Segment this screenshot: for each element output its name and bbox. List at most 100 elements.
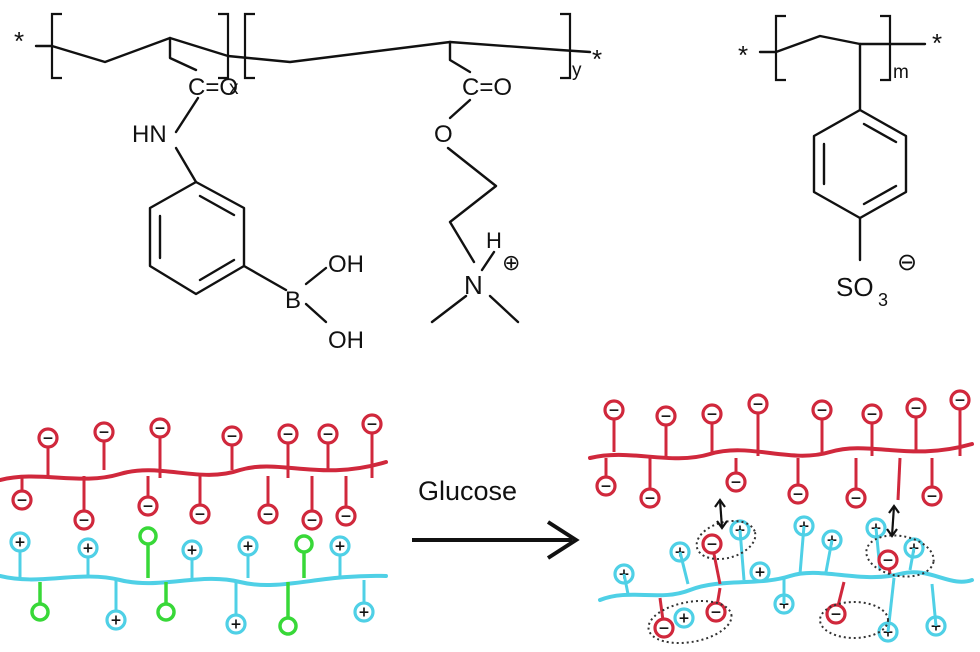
- anion-group: −: [73, 509, 95, 531]
- pba-amide-bond: [174, 96, 200, 134]
- anion-group: −: [317, 423, 339, 445]
- svg-text:−: −: [910, 401, 922, 417]
- svg-text:−: −: [926, 489, 938, 505]
- dma-ester-bond: [448, 98, 472, 120]
- pss-benzene-ring: [812, 108, 908, 220]
- anion-pendant-down: [896, 457, 902, 501]
- sulfonate-subscript: 3: [878, 290, 888, 310]
- boronic-acid-group: [156, 602, 176, 622]
- chain-end-star-right: *: [592, 44, 602, 74]
- svg-text:−: −: [830, 607, 842, 623]
- ion-pair-ring: [647, 599, 733, 645]
- dma-ethyl-chain: [446, 146, 498, 264]
- svg-text:−: −: [16, 493, 28, 509]
- boronic-oh-bottom-label: OH: [328, 327, 364, 354]
- svg-text:+: +: [678, 611, 690, 627]
- cation-group: +: [329, 535, 351, 557]
- svg-text:−: −: [816, 403, 828, 419]
- boronate-anion-group: −: [705, 601, 727, 623]
- dma-alpha-bond: [448, 40, 472, 74]
- cation-group: +: [237, 535, 259, 557]
- pss-backbone: [758, 34, 927, 54]
- sulfonate-label: SO: [836, 272, 874, 302]
- anion-group: −: [921, 485, 943, 507]
- anion-group: −: [787, 483, 809, 505]
- cation-pendant: [678, 551, 690, 585]
- repulsion-arrowhead: [716, 520, 728, 530]
- anion-group: −: [189, 503, 211, 525]
- svg-text:+: +: [882, 625, 894, 641]
- n-h-bond: [480, 250, 496, 272]
- boronate-anion-group: −: [653, 617, 675, 639]
- svg-text:−: −: [644, 491, 656, 507]
- boronic-oh-top-label: OH: [328, 251, 364, 278]
- cation-group: +: [673, 607, 695, 629]
- anion-group: −: [603, 399, 625, 421]
- chain-end-star-left: *: [14, 26, 24, 56]
- repulsion-arrow: [890, 505, 896, 537]
- anion-group: −: [257, 503, 279, 525]
- anion-group: −: [335, 505, 357, 527]
- anion-group: −: [137, 495, 159, 517]
- cation-pendant: [738, 529, 746, 581]
- pba-ring-double-bonds: [158, 194, 236, 282]
- svg-text:+: +: [230, 617, 242, 633]
- svg-text:+: +: [186, 543, 198, 559]
- anion-group: −: [37, 427, 59, 449]
- bracket-x-right: [218, 12, 230, 80]
- anion-group: −: [655, 405, 677, 427]
- subscript-m: m: [893, 62, 909, 83]
- svg-text:−: −: [752, 397, 764, 413]
- svg-text:+: +: [110, 613, 122, 629]
- boronate-anion-group: −: [825, 603, 847, 625]
- cation-pendant: [886, 577, 896, 633]
- svg-text:+: +: [82, 541, 94, 557]
- svg-text:−: −: [340, 509, 352, 525]
- svg-text:−: −: [600, 479, 612, 495]
- pss-bracket-left: [774, 14, 786, 82]
- pba-benzene-ring: [148, 180, 246, 296]
- anion-group: −: [747, 393, 769, 415]
- anion-group: −: [861, 403, 883, 425]
- dma-carbonyl-label: C=O: [462, 74, 512, 101]
- anion-group: −: [277, 423, 299, 445]
- ion-pair-ring: [819, 601, 889, 639]
- svg-text:−: −: [866, 407, 878, 423]
- anion-group: −: [361, 413, 383, 435]
- arrow-label-glucose: Glucose: [418, 476, 517, 506]
- anion-group: −: [725, 471, 747, 493]
- boronic-acid-group: [30, 602, 50, 622]
- svg-text:−: −: [226, 429, 238, 445]
- pss-structure: * m * SO 3 ⊖: [738, 14, 942, 310]
- svg-text:−: −: [706, 407, 718, 423]
- boron-oh-bonds: [304, 266, 328, 324]
- anion-group: −: [93, 421, 115, 443]
- dma-o-label: O: [434, 121, 453, 148]
- arrow-head: [546, 520, 580, 560]
- cation-pendant: [798, 525, 806, 575]
- anion-group: −: [221, 425, 243, 447]
- svg-text:+: +: [242, 539, 254, 555]
- anion-group: −: [701, 403, 723, 425]
- n-methyl-bonds: [430, 294, 520, 324]
- svg-text:−: −: [306, 513, 318, 529]
- copolymer-backbone: [34, 36, 592, 64]
- svg-text:−: −: [792, 487, 804, 503]
- pss-ring-double-bonds: [822, 122, 898, 206]
- complex-before-glucose: −−−−−−−−−−−−−−++++++++: [0, 413, 388, 636]
- svg-text:−: −: [142, 499, 154, 515]
- boron-label: B: [285, 287, 301, 314]
- svg-text:−: −: [954, 393, 966, 409]
- pba-nh-label: HN: [132, 121, 167, 148]
- bracket-y-left: [243, 12, 255, 80]
- svg-text:−: −: [154, 421, 166, 437]
- cation-pendant: [908, 547, 916, 571]
- pba-n-ring-bond: [174, 146, 198, 184]
- repulsion-arrowhead: [714, 498, 726, 508]
- polyanion-chain: [0, 460, 388, 482]
- svg-text:−: −: [660, 409, 672, 425]
- pss-star-right: *: [932, 28, 942, 58]
- anion-group: −: [949, 389, 971, 411]
